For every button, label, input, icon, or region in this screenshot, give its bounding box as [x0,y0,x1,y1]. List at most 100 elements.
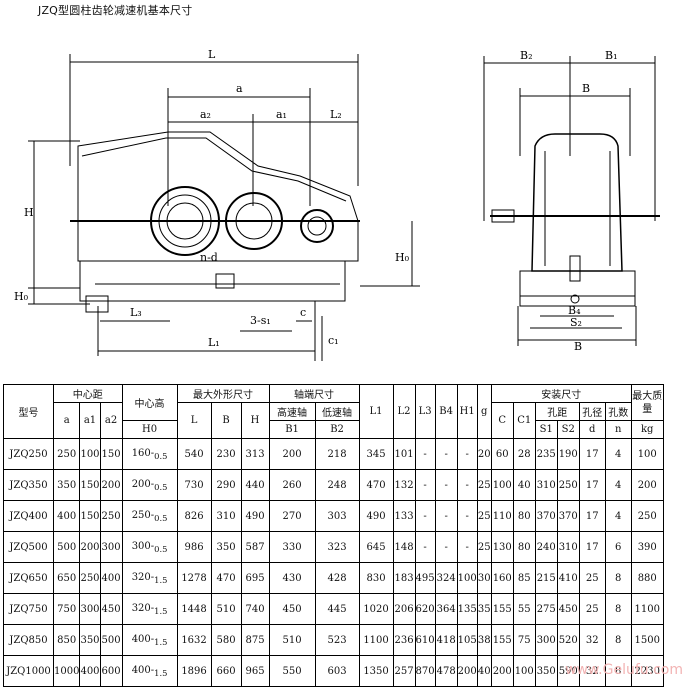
cell-b: 290 [210,469,242,501]
cell-s1: 275 [534,593,558,625]
spec-table: 型号 中心距 中心高 最大外形尺寸 轴端尺寸 L1 L2 L3 B4 H1 g … [3,384,664,687]
h0-base: 320- [131,571,155,583]
cell-c1: 28 [512,438,536,470]
cell-h1: - [456,438,478,470]
th-high-speed: 高速轴 [268,402,316,421]
th-low-speed: 低速轴 [314,402,360,421]
cell-c1: 80 [512,500,536,532]
cell-d: 17 [578,438,606,470]
watermark: www.Gelufu.com [565,662,683,678]
cell-l2: 133 [392,500,416,532]
cell-model: JZQ350 [3,469,54,501]
cell-l1: 345 [358,438,394,470]
cell-a2: 500 [99,624,123,656]
cell-h1: - [456,500,478,532]
cell-s1: 240 [534,531,558,563]
cell-a2: 200 [99,469,123,501]
cell-l2: 183 [392,562,416,594]
cell-h1: - [456,469,478,501]
cell-g: 35 [476,593,492,625]
cell-n: 6 [604,531,632,563]
dim-L2: L₂ [330,108,342,121]
th-max-dims: 最大外形尺寸 [176,384,270,403]
th-hole-dist: 孔距 [534,402,580,421]
th-H0: H0 [121,420,178,439]
cell-n: 8 [604,624,632,656]
th-model: 型号 [3,384,54,439]
cell-n: 8 [604,593,632,625]
cell-b: 580 [210,624,242,656]
cell-s2: 450 [556,593,580,625]
cell-kg: 200 [630,469,664,501]
cell-s2: 520 [556,624,580,656]
cell-b: 350 [210,531,242,563]
cell-b1: 450 [268,593,316,625]
cell-s1: 370 [534,500,558,532]
cell-g: 40 [476,655,492,687]
cell-l: 986 [176,531,212,563]
cell-l2: 148 [392,531,416,563]
cell-model: JZQ750 [3,593,54,625]
th-center-height: 中心高 [121,384,178,421]
h0-tolerance: 0.5 [154,481,168,492]
h0-base: 160- [131,447,155,459]
cell-c: 155 [490,593,514,625]
cell-l2: 132 [392,469,416,501]
cell-h: 695 [240,562,270,594]
cell-b4: 418 [434,624,458,656]
cell-c: 155 [490,624,514,656]
cell-a1: 200 [79,531,101,563]
cell-s1: 215 [534,562,558,594]
cell-a1: 150 [79,500,101,532]
cell-c1: 100 [512,655,536,687]
th-S2: S2 [556,420,580,439]
cell-g: 20 [476,438,492,470]
cell-b: 470 [210,562,242,594]
th-n: n [604,420,632,439]
cell-a1: 300 [79,593,101,625]
cell-l1: 1350 [358,655,394,687]
th-L3: L3 [414,384,436,439]
th-L: L [176,402,212,439]
dim-nd: n-d [200,251,218,264]
dim-s1: 3-s₁ [250,314,271,327]
h0-tolerance: 1.5 [154,574,168,585]
cell-model: JZQ650 [3,562,54,594]
cell-l2: 236 [392,624,416,656]
cell-d: 25 [578,593,606,625]
cell-b4: 364 [434,593,458,625]
cell-s1: 310 [534,469,558,501]
cell-a2: 450 [99,593,123,625]
dim-c1: c₁ [328,334,339,347]
cell-model: JZQ250 [3,438,54,470]
cell-b: 510 [210,593,242,625]
cell-h: 490 [240,500,270,532]
dim-B4: B₄ [568,304,581,317]
h0-tolerance: 0.5 [154,512,168,523]
cell-a: 400 [52,500,81,532]
cell-b4: 478 [434,655,458,687]
cell-l3: 610 [414,624,436,656]
th-C: C [490,402,514,439]
cell-kg: 390 [630,531,664,563]
cell-s1: 350 [534,655,558,687]
cell-l2: 257 [392,655,416,687]
cell-c1: 80 [512,531,536,563]
cell-l1: 1100 [358,624,394,656]
th-H1: H1 [456,384,478,439]
cell-l: 1278 [176,562,212,594]
cell-b: 310 [210,500,242,532]
cell-d: 17 [578,469,606,501]
cell-h0: 400-1.5 [121,624,178,656]
cell-l1: 830 [358,562,394,594]
cell-l1: 490 [358,500,394,532]
th-a1: a1 [79,402,101,439]
th-a2: a2 [99,402,123,439]
cell-s1: 300 [534,624,558,656]
cell-c: 60 [490,438,514,470]
cell-h: 965 [240,655,270,687]
cell-n: 4 [604,500,632,532]
cell-l: 540 [176,438,212,470]
